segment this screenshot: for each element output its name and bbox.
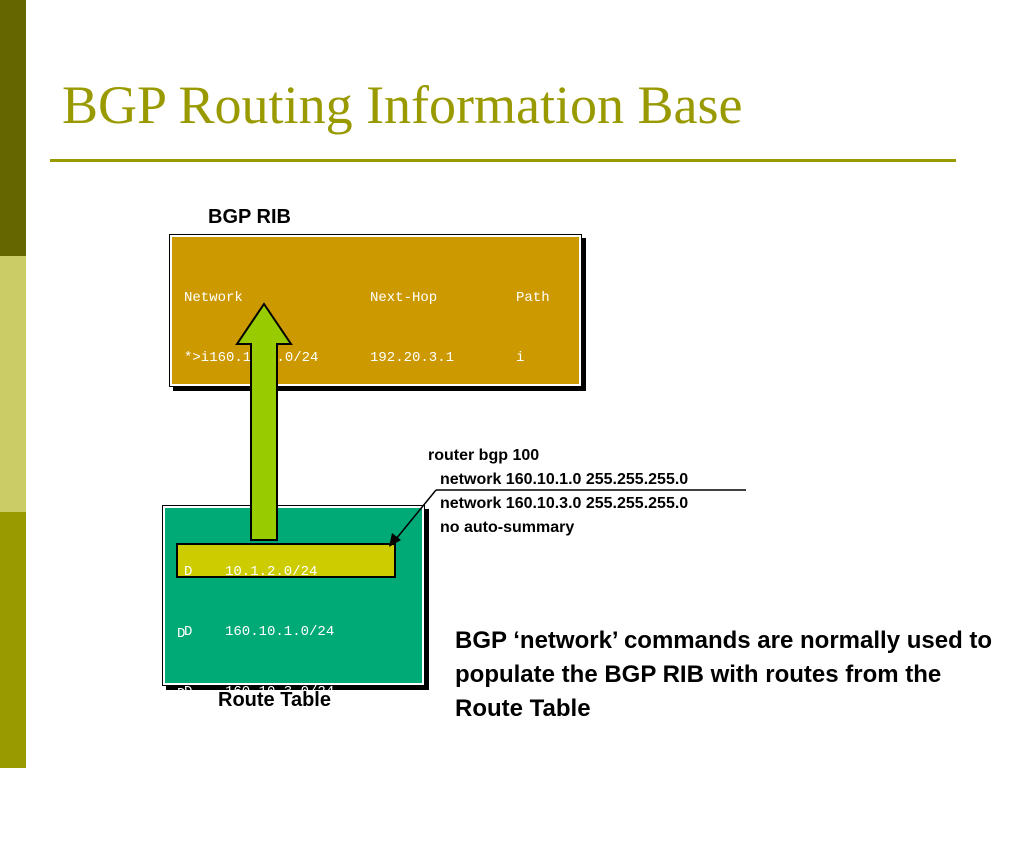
route-code: D — [184, 684, 193, 700]
rib-header-path: Path — [516, 290, 550, 306]
rib-header-next-hop: Next-Hop — [370, 290, 438, 306]
route-code: R — [184, 744, 193, 760]
rib-row-next-hop: 192.20.3.1 — [370, 410, 455, 426]
route-code: R — [177, 746, 186, 762]
explanation-note: BGP ‘network’ commands are normally used… — [455, 627, 993, 722]
route-code: D — [177, 686, 186, 702]
route-network: 10.1.2.0/24 — [225, 564, 318, 580]
route-table-label: Route Table — [218, 689, 331, 711]
pointer-line — [395, 489, 437, 540]
diagram-overlay — [235, 302, 746, 547]
highlighted-routes-box — [176, 543, 396, 578]
side-bar-bottom — [0, 512, 26, 768]
route-network: 192.1.1.0/24 — [225, 804, 326, 820]
rib-row-next-hop: 192.20.3.1 — [370, 350, 455, 366]
route-code: D — [184, 624, 193, 640]
pointer-arrowhead-icon — [389, 533, 401, 547]
bgp-config-block: router bgp 100 network 160.10.1.0 255.25… — [428, 444, 688, 540]
route-network: 160.10.3.0/24 — [225, 684, 335, 700]
rib-header-network: Network — [184, 290, 243, 306]
route-network-column: 10.1.2.0/24 160.10.1.0/24 160.10.3.0/24 … — [225, 522, 334, 842]
route-table-panel: D D D R S — [163, 506, 424, 822]
bgp-rib-label: BGP RIB — [208, 206, 291, 228]
route-code: S — [184, 804, 193, 820]
route-network: 160.10.1.0/24 — [225, 624, 335, 640]
route-network: 153.22.0.0/16 — [225, 744, 335, 760]
rib-path-column: Path i i — [516, 248, 550, 468]
route-code: D — [184, 564, 193, 580]
title-rule — [50, 159, 956, 162]
rib-row-path: i — [516, 410, 525, 426]
rib-row-path: i — [516, 350, 525, 366]
side-bar-top — [0, 0, 26, 256]
config-line: network 160.10.1.0 255.255.255.0 — [440, 471, 689, 488]
config-line: network 160.10.3.0 255.255.255.0 — [440, 495, 689, 512]
rib-next-hop-column: Next-Hop 192.20.3.1 192.20.3.1 — [370, 248, 454, 468]
slide-title: BGP Routing Information Base — [62, 75, 743, 135]
up-arrow-icon — [235, 302, 293, 541]
side-bar-middle — [0, 256, 26, 512]
config-line: router bgp 100 — [428, 447, 540, 464]
route-code: D — [177, 626, 186, 642]
config-line: no auto-summary — [440, 519, 575, 536]
